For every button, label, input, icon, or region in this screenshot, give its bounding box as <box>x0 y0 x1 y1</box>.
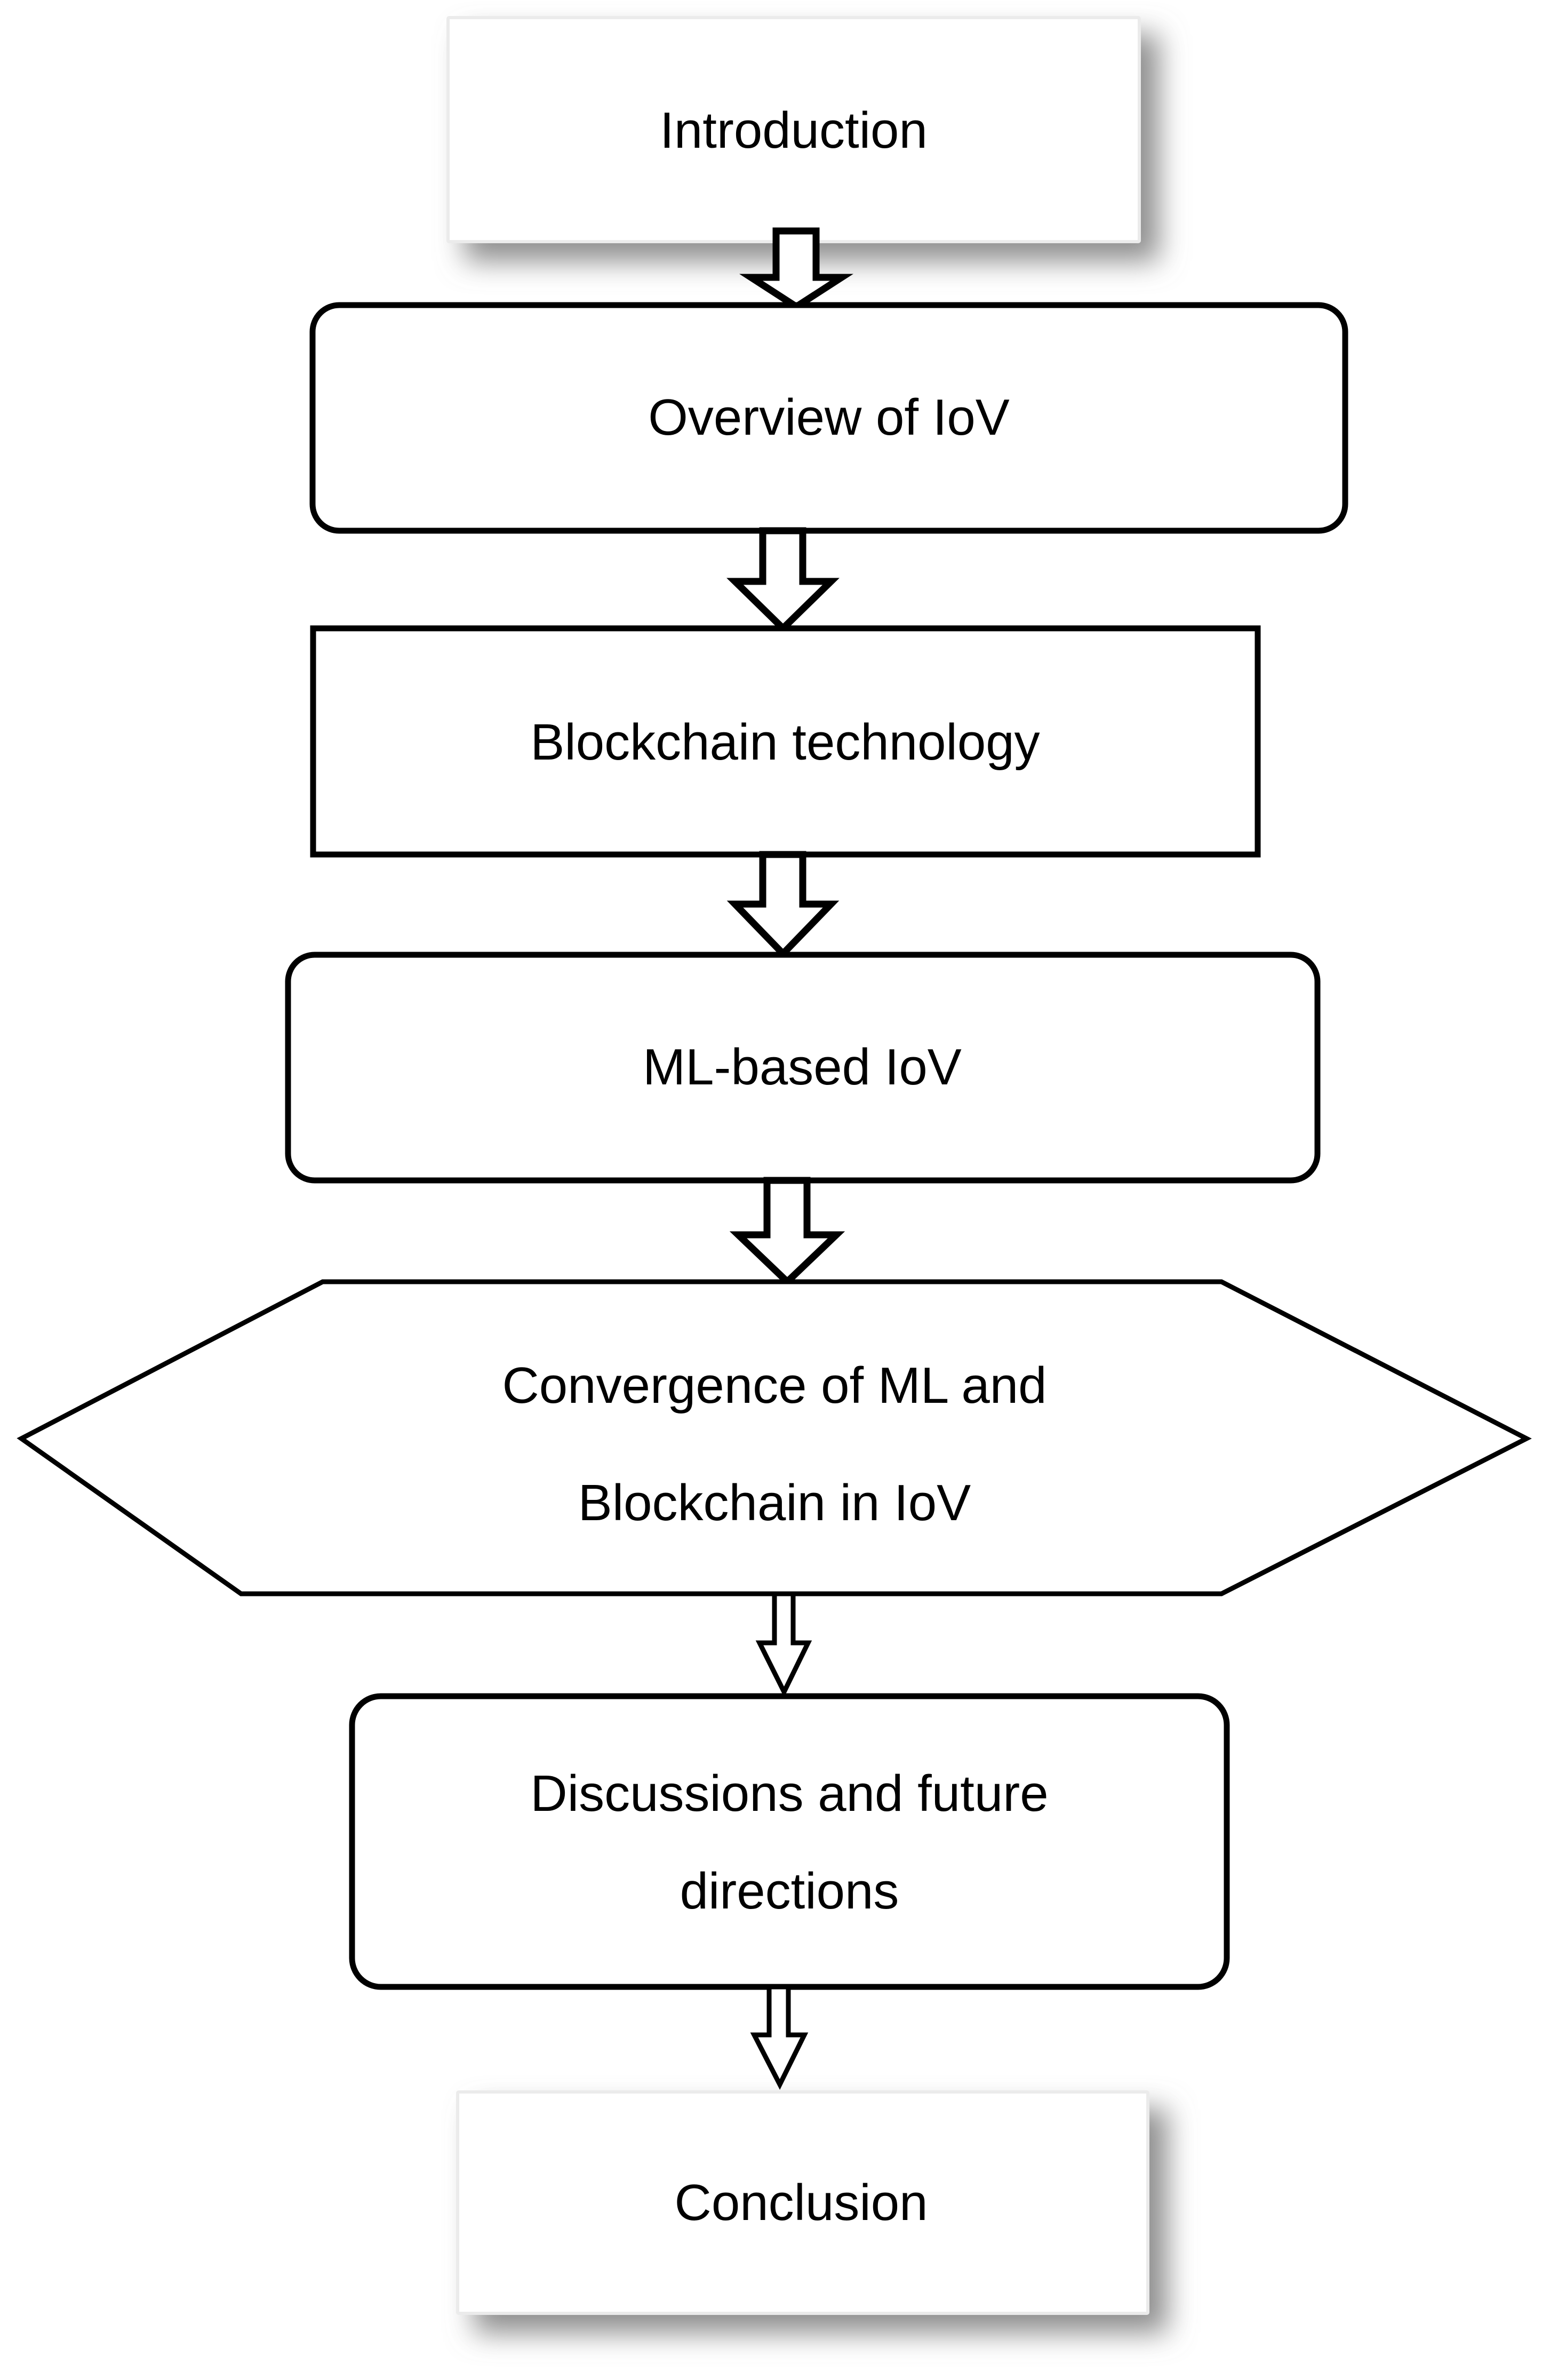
edge-introduction-to-overview-of-iov <box>739 227 854 311</box>
block-arrow-down-icon <box>726 527 840 634</box>
node-blockchain-technology-shape <box>310 625 1261 858</box>
node-conclusion-shape <box>456 2090 1149 2315</box>
node-convergence-label-line-2: Blockchain in IoV <box>578 1474 971 1531</box>
node-overview-of-iov-shape <box>309 302 1348 534</box>
node-discussions-label-line-2: directions <box>680 1863 899 1920</box>
node-introduction-label: Introduction <box>660 102 928 159</box>
node-overview-of-iov-label: Overview of IoV <box>648 389 1010 446</box>
node-discussions-and-future-directions[interactable]: Discussions and future directions <box>349 1693 1230 1990</box>
node-ml-based-iov-label: ML-based IoV <box>643 1039 962 1096</box>
edge-overview-of-iov-to-blockchain-technology <box>726 527 840 634</box>
node-introduction[interactable]: Introduction <box>446 16 1141 243</box>
node-convergence-of-ml-and-blockchain-in-iov[interactable]: Convergence of ML and Blockchain in IoV <box>17 1279 1532 1596</box>
block-arrow-down-icon <box>755 1591 812 1698</box>
node-ml-based-iov[interactable]: ML-based IoV <box>285 952 1321 1184</box>
node-blockchain-technology-label: Blockchain technology <box>530 714 1040 771</box>
node-discussions-shape <box>349 1693 1230 1990</box>
node-convergence-shape <box>17 1279 1532 1596</box>
block-arrow-down-icon <box>726 851 840 959</box>
block-arrow-down-icon <box>729 1177 845 1287</box>
block-arrow-down-icon <box>750 1984 809 2090</box>
node-conclusion-label: Conclusion <box>675 2174 928 2231</box>
block-arrow-down-icon <box>739 227 854 311</box>
edge-blockchain-technology-to-ml-based-iov <box>726 851 840 959</box>
edge-ml-based-iov-to-convergence <box>729 1177 845 1287</box>
node-convergence-label-line-1: Convergence of ML and <box>502 1357 1046 1414</box>
node-blockchain-technology[interactable]: Blockchain technology <box>310 625 1261 858</box>
node-conclusion[interactable]: Conclusion <box>456 2090 1149 2315</box>
edge-discussions-to-conclusion <box>750 1984 809 2090</box>
edge-convergence-to-discussions <box>755 1591 812 1698</box>
node-overview-of-iov[interactable]: Overview of IoV <box>309 302 1348 534</box>
node-discussions-label-line-1: Discussions and future <box>530 1765 1048 1822</box>
